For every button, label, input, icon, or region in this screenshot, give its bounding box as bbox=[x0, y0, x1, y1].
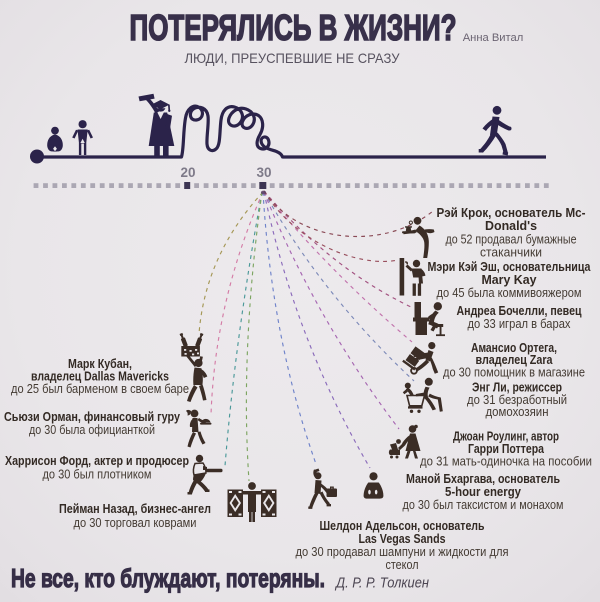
svg-text:до 30 был плотником: до 30 был плотником bbox=[43, 467, 152, 482]
svg-text:Рэй Крок, основатель Mc-: Рэй Крок, основатель Mc- bbox=[437, 205, 586, 220]
svg-text:до 25 был барменом в своем бар: до 25 был барменом в своем баре bbox=[11, 381, 189, 396]
svg-text:30: 30 bbox=[256, 165, 271, 180]
svg-text:до 45 была коммивояжером: до 45 была коммивояжером bbox=[437, 285, 582, 300]
svg-text:Donald's: Donald's bbox=[485, 218, 537, 233]
svg-text:до 52 продавал бумажные: до 52 продавал бумажные bbox=[446, 232, 577, 247]
svg-text:стекол: стекол bbox=[386, 557, 419, 572]
svg-text:Энг Ли, режиссер: Энг Ли, режиссер bbox=[472, 380, 562, 395]
svg-text:Амансио Ортега,: Амансио Ортега, bbox=[471, 340, 557, 355]
svg-text:ЛЮДИ, ПРЕУСПЕВШИЕ НЕ СРАЗУ: ЛЮДИ, ПРЕУСПЕВШИЕ НЕ СРАЗУ bbox=[185, 50, 400, 66]
svg-text:Мэри Кэй Эш, основательница: Мэри Кэй Эш, основательница bbox=[428, 259, 592, 274]
svg-text:Сьюзи Орман, финансовый гуру: Сьюзи Орман, финансовый гуру bbox=[4, 409, 181, 424]
svg-text:Не все, кто блуждают, потеряны: Не все, кто блуждают, потеряны. bbox=[11, 563, 325, 593]
svg-text:ПОТЕРЯЛИСЬ В ЖИЗНИ?: ПОТЕРЯЛИСЬ В ЖИЗНИ? bbox=[130, 7, 457, 48]
svg-text:владелец Dallas Mavericks: владелец Dallas Mavericks bbox=[31, 369, 169, 384]
svg-text:Mary Kay: Mary Kay bbox=[482, 272, 538, 287]
svg-text:владелец Zara: владелец Zara bbox=[476, 352, 554, 367]
svg-text:домохозяин: домохозяин bbox=[486, 404, 549, 419]
svg-text:Д. Р. Р. Толкиен: Д. Р. Р. Толкиен bbox=[334, 576, 429, 592]
svg-text:Андреа Бочелли, певец: Андреа Бочелли, певец bbox=[457, 303, 582, 318]
svg-text:до 30 была официанткой: до 30 была официанткой bbox=[29, 422, 155, 437]
svg-text:до 31 безработный: до 31 безработный bbox=[467, 392, 567, 407]
svg-text:20: 20 bbox=[180, 165, 195, 180]
svg-text:до 33 играл в барах: до 33 играл в барах bbox=[468, 316, 571, 331]
svg-text:Джоан Роулинг, автор: Джоан Роулинг, автор bbox=[453, 429, 559, 444]
svg-text:Марк Кубан,: Марк Кубан, bbox=[68, 356, 132, 371]
svg-text:до 30 помощник в магазине: до 30 помощник в магазине bbox=[443, 365, 585, 380]
svg-text:до 30 продавал шампуни и жидко: до 30 продавал шампуни и жидкости для bbox=[296, 544, 509, 559]
svg-text:Анна Витал: Анна Витал bbox=[463, 32, 524, 44]
svg-text:5-hour energy: 5-hour energy bbox=[445, 484, 522, 499]
svg-text:Маной Бхаргава, основатель: Маной Бхаргава, основатель bbox=[406, 471, 560, 486]
svg-text:до 30 торговал коврами: до 30 торговал коврами bbox=[74, 515, 197, 530]
svg-text:Las Vegas Sands: Las Vegas Sands bbox=[359, 531, 446, 546]
svg-text:Гарри Поттера: Гарри Поттера bbox=[468, 441, 545, 456]
svg-text:Пейман Назад, бизнес-ангел: Пейман Назад, бизнес-ангел bbox=[59, 501, 211, 516]
svg-text:до 30 был таксистом и монахом: до 30 был таксистом и монахом bbox=[403, 497, 564, 512]
svg-text:стаканчики: стаканчики bbox=[480, 245, 542, 260]
svg-text:Шелдон Адельсон, основатель: Шелдон Адельсон, основатель bbox=[320, 518, 485, 533]
svg-text:Харрисон Форд, актер и продюсе: Харрисон Форд, актер и продюсер bbox=[5, 453, 189, 468]
svg-text:до 31 мать-одиночка на пособии: до 31 мать-одиночка на пособии bbox=[420, 454, 592, 469]
